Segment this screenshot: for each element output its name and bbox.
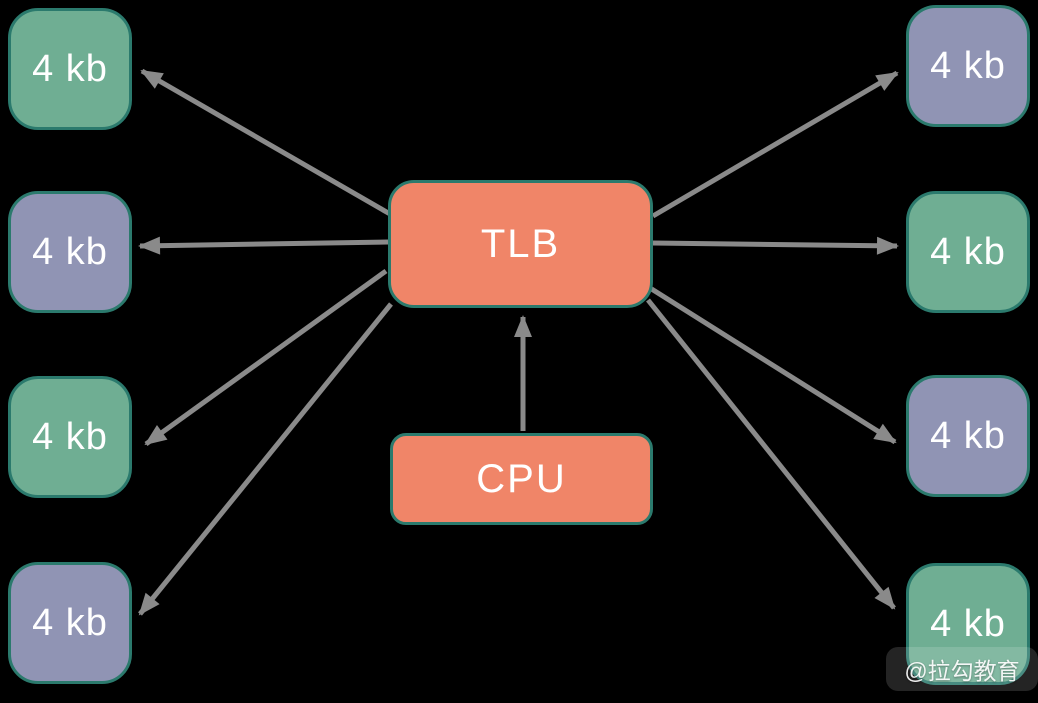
page-label: 4 kb <box>32 601 108 644</box>
edge-tlb-page-left-2 <box>138 236 389 255</box>
cpu-node: CPU <box>390 433 653 525</box>
page-label: 4 kb <box>32 230 108 273</box>
page-box-left-1: 4 kb <box>8 8 132 130</box>
edge-tlb-page-left-1 <box>140 68 392 217</box>
page-label: 4 kb <box>930 230 1006 273</box>
edge-tlb-page-left-4 <box>138 302 393 616</box>
page-label: 4 kb <box>32 47 108 90</box>
edge-tlb-page-right-2 <box>652 236 899 255</box>
page-box-right-3: 4 kb <box>906 375 1030 497</box>
edge-tlb-page-left-3 <box>144 268 388 447</box>
page-box-right-4: 4 kb <box>906 563 1030 685</box>
page-label: 4 kb <box>930 414 1006 457</box>
cpu-label: CPU <box>476 456 567 501</box>
page-label: 4 kb <box>32 415 108 458</box>
edge-tlb-page-right-3 <box>648 285 897 445</box>
page-label: 4 kb <box>930 602 1006 645</box>
page-box-left-2: 4 kb <box>8 191 132 313</box>
watermark-text: @拉勾教育 <box>904 658 1020 684</box>
tlb-node: TLB <box>388 180 653 308</box>
edge-tlb-page-right-1 <box>651 70 899 219</box>
page-label: 4 kb <box>930 44 1006 87</box>
page-box-left-3: 4 kb <box>8 376 132 498</box>
page-box-left-4: 4 kb <box>8 562 132 684</box>
page-box-right-1: 4 kb <box>906 5 1030 127</box>
page-box-right-2: 4 kb <box>906 191 1030 313</box>
tlb-label: TLB <box>480 221 561 266</box>
edge-tlb-page-right-4 <box>646 298 896 610</box>
watermark-badge: @拉勾教育 <box>886 647 1038 691</box>
